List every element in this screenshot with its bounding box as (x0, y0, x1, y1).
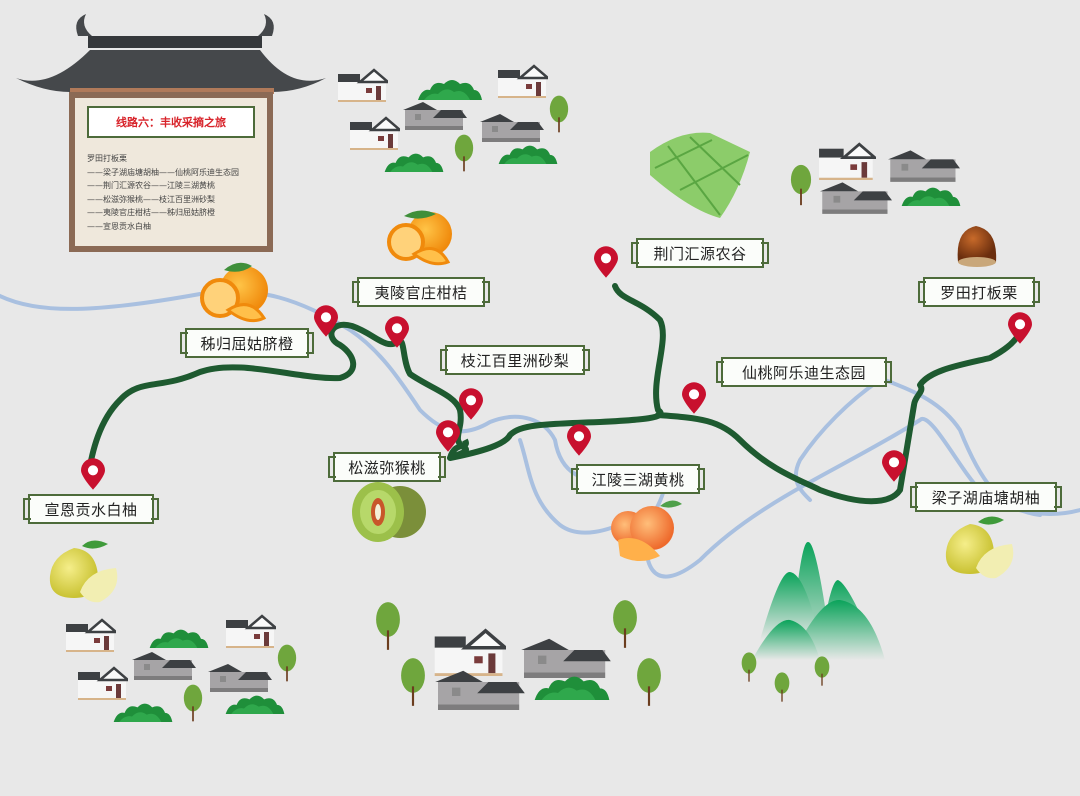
pin-jiangling (567, 424, 591, 456)
label-jiangling[interactable]: 江陵三湖黄桃 (571, 464, 705, 494)
route-description: 罗田打板栗 ——梁子湖庙塘胡柚——仙桃阿乐迪生态园 ——荆门汇源农谷——江陵三湖… (83, 152, 259, 233)
label-liangzihu[interactable]: 梁子湖庙塘胡柚 (910, 482, 1062, 512)
label-yiling[interactable]: 夷陵官庄柑桔 (352, 277, 490, 307)
route-line: ——荆门汇源农谷——江陵三湖黄桃 (87, 181, 215, 190)
kiwi-icon (352, 482, 426, 542)
rice-field-icon (650, 132, 750, 218)
route-line: 罗田打板栗 (87, 154, 127, 163)
river-branch (518, 438, 632, 535)
route-line: ——宣恩贡水白柚 (87, 221, 151, 231)
mountains-icon (741, 541, 885, 702)
label-xiantao[interactable]: 仙桃阿乐迪生态园 (716, 357, 892, 387)
village-top (338, 64, 569, 172)
river-east (793, 378, 882, 502)
route-line (85, 283, 1021, 505)
village-top-right (790, 142, 961, 214)
pin-xuanen (81, 458, 105, 490)
chestnut-icon (957, 226, 997, 267)
pin-xiantao (682, 382, 706, 414)
route-line: ——梁子湖庙塘胡柚——仙桃阿乐迪生态园 (87, 167, 239, 177)
pomelo-icon-liangzihu (945, 516, 1014, 579)
label-luotian[interactable]: 罗田打板栗 (918, 277, 1040, 307)
label-zhijiang[interactable]: 枝江百里洲砂梨 (440, 345, 590, 375)
label-jingmen[interactable]: 荆门汇源农谷 (631, 238, 769, 268)
river-main (0, 289, 1080, 579)
label-songzi[interactable]: 松滋弥猴桃 (328, 452, 446, 482)
peach-icon (611, 500, 682, 561)
label-zigui[interactable]: 秭归屈姑脐橙 (180, 328, 314, 358)
pavilion-roof-icon (16, 14, 326, 94)
pin-jingmen (594, 246, 618, 278)
orange-icon-yiling (387, 210, 452, 266)
route-title: 线路六：丰收采摘之旅 (87, 106, 255, 138)
village-bottom-left (66, 614, 297, 722)
rivers (0, 289, 1080, 579)
route-line: ——夷陵官庄柑桔——秭归屈姑脐橙 (87, 208, 215, 217)
route-line: ——松滋弥猴桃——枝江百里洲砂梨 (87, 194, 215, 204)
route-legend-board: 线路六：丰收采摘之旅 罗田打板栗 ——梁子湖庙塘胡柚——仙桃阿乐迪生态园 ——荆… (69, 92, 273, 252)
pomelo-icon-xuanen (49, 540, 118, 603)
village-bottom-center (376, 600, 661, 710)
label-xuanen[interactable]: 宣恩贡水白柚 (23, 494, 159, 524)
orange-icon-zigui (200, 262, 268, 323)
